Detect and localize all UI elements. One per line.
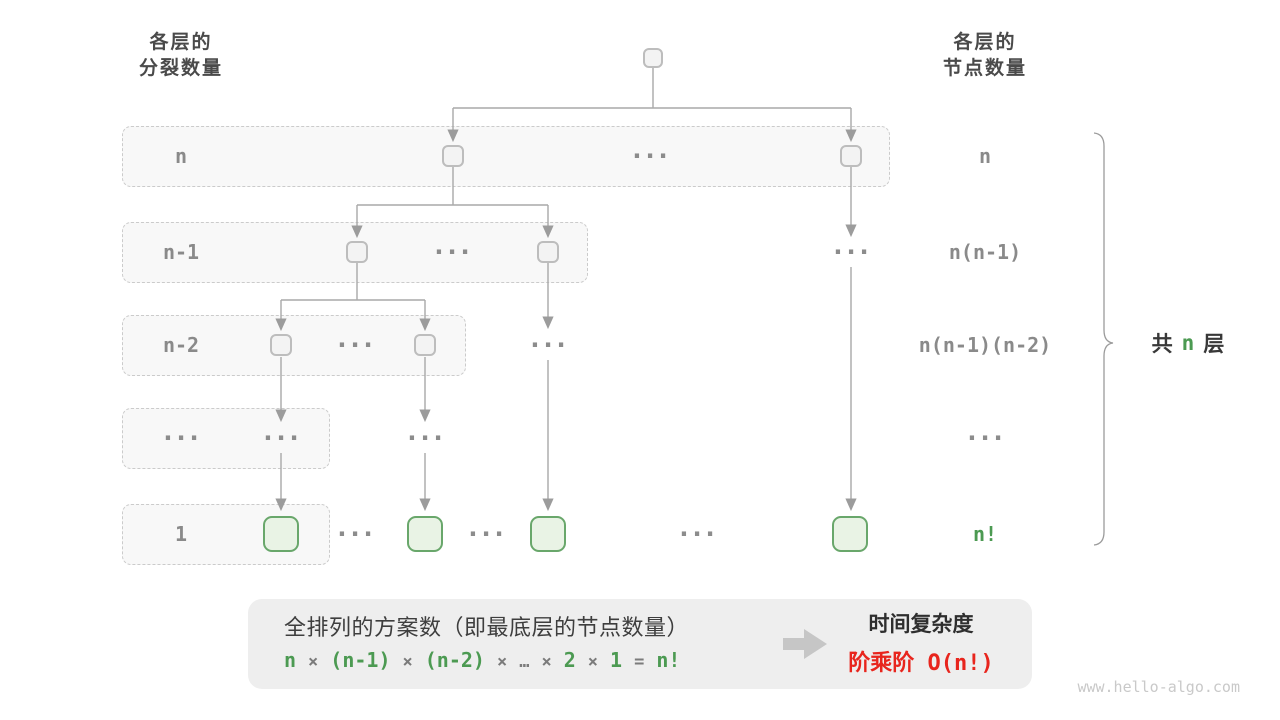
- right-header-line2: 节点数量: [942, 58, 1028, 79]
- ellipsis-dots: ···: [833, 238, 873, 266]
- formula-token: ×: [402, 652, 413, 672]
- ellipsis-dots: ···: [679, 520, 719, 548]
- left-header-line2: 分裂数量: [138, 58, 224, 79]
- tree-node: [537, 241, 559, 263]
- level-3-box: [122, 315, 466, 376]
- right-column-header: 各层的 节点数量: [943, 30, 1027, 82]
- ellipsis-dots: ···: [263, 424, 303, 452]
- formula-token: (n-1): [330, 648, 391, 672]
- formula-token: ×: [541, 652, 552, 672]
- time-complexity-title: 时间复杂度: [868, 613, 974, 636]
- count-label-level-4: ···: [967, 424, 1007, 452]
- formula-token: ×: [587, 652, 599, 672]
- layers-brace-icon: [1093, 132, 1114, 546]
- split-label-level-5: 1: [174, 522, 188, 546]
- ellipsis-dots: ···: [407, 424, 447, 452]
- leaf-node: [530, 516, 566, 552]
- formula-token: …: [519, 652, 530, 672]
- tree-node: [346, 241, 368, 263]
- leaf-node: [832, 516, 868, 552]
- formula-token: ×: [496, 652, 508, 672]
- ellipsis-dots: ···: [632, 142, 672, 170]
- formula-token: 1: [610, 648, 623, 672]
- factorial-formula: n × (n-1) × (n-2) × … × 2 × 1 = n!: [284, 648, 680, 672]
- time-complexity-value: 阶乘阶 O(n!): [848, 651, 994, 676]
- left-header-line1: 各层的: [149, 32, 213, 53]
- ellipsis-dots: ···: [337, 331, 377, 359]
- tree-node: [270, 334, 292, 356]
- split-label-level-3: n-2: [162, 333, 200, 357]
- left-column-header: 各层的 分裂数量: [139, 30, 223, 82]
- root-node: [643, 48, 663, 68]
- ellipsis-dots: ···: [337, 520, 377, 548]
- ellipsis-dots: ···: [530, 331, 570, 359]
- level-1-box: [122, 126, 890, 187]
- split-label-level-4: ···: [163, 424, 203, 452]
- ellipsis-dots: ···: [468, 520, 508, 548]
- summary-caption: 全排列的方案数（即最底层的节点数量）: [284, 615, 690, 640]
- watermark: www.hello-algo.com: [1077, 678, 1240, 696]
- summary-box: [248, 599, 1032, 689]
- brace-label-suffix: 层: [1203, 333, 1225, 356]
- formula-token: (n-2): [424, 648, 485, 672]
- formula-token: n!: [656, 648, 681, 672]
- brace-label: 共 n 层: [1152, 328, 1225, 358]
- count-label-level-2: n(n-1): [948, 240, 1022, 264]
- leaf-node: [407, 516, 443, 552]
- right-header-line1: 各层的: [953, 32, 1017, 53]
- level-4-box: [122, 408, 330, 469]
- formula-token: n: [284, 648, 297, 672]
- tree-node: [442, 145, 464, 167]
- split-label-level-2: n-1: [162, 240, 200, 264]
- formula-token: 2: [563, 648, 576, 672]
- formula-token: ×: [308, 652, 319, 672]
- formula-token: =: [634, 652, 645, 672]
- brace-label-prefix: 共: [1151, 333, 1173, 356]
- count-label-level-3: n(n-1)(n-2): [918, 333, 1052, 357]
- leaf-node: [263, 516, 299, 552]
- count-label-level-5: n!: [972, 522, 998, 546]
- brace-label-n: n: [1181, 331, 1195, 355]
- count-label-level-1: n: [978, 144, 992, 168]
- tree-node: [414, 334, 436, 356]
- ellipsis-dots: ···: [434, 238, 474, 266]
- tree-node: [840, 145, 862, 167]
- split-label-level-1: n: [174, 144, 188, 168]
